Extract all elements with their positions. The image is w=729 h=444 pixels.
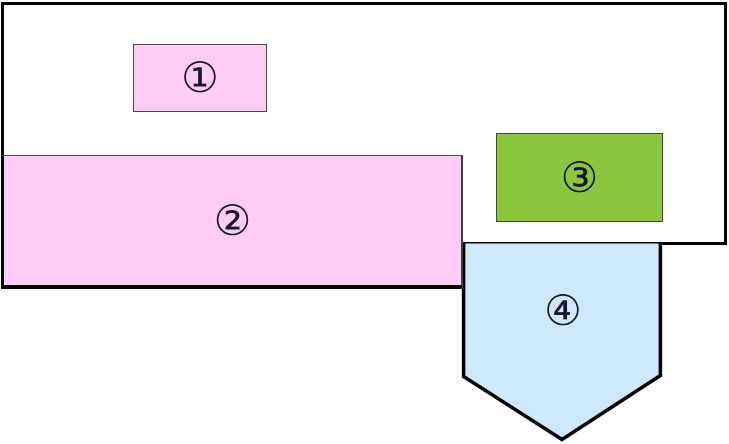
shape-1-label: ① xyxy=(181,53,219,102)
shape-3-label: ③ xyxy=(560,152,599,202)
shape-2-label: ② xyxy=(213,195,252,245)
shape-box-3: ③ xyxy=(496,133,663,222)
shape-box-2: ② xyxy=(1,155,463,289)
shape-4-label: ④ xyxy=(544,286,582,335)
shape-4-label-container: ④ xyxy=(465,245,661,377)
shape-box-1: ① xyxy=(133,44,267,112)
